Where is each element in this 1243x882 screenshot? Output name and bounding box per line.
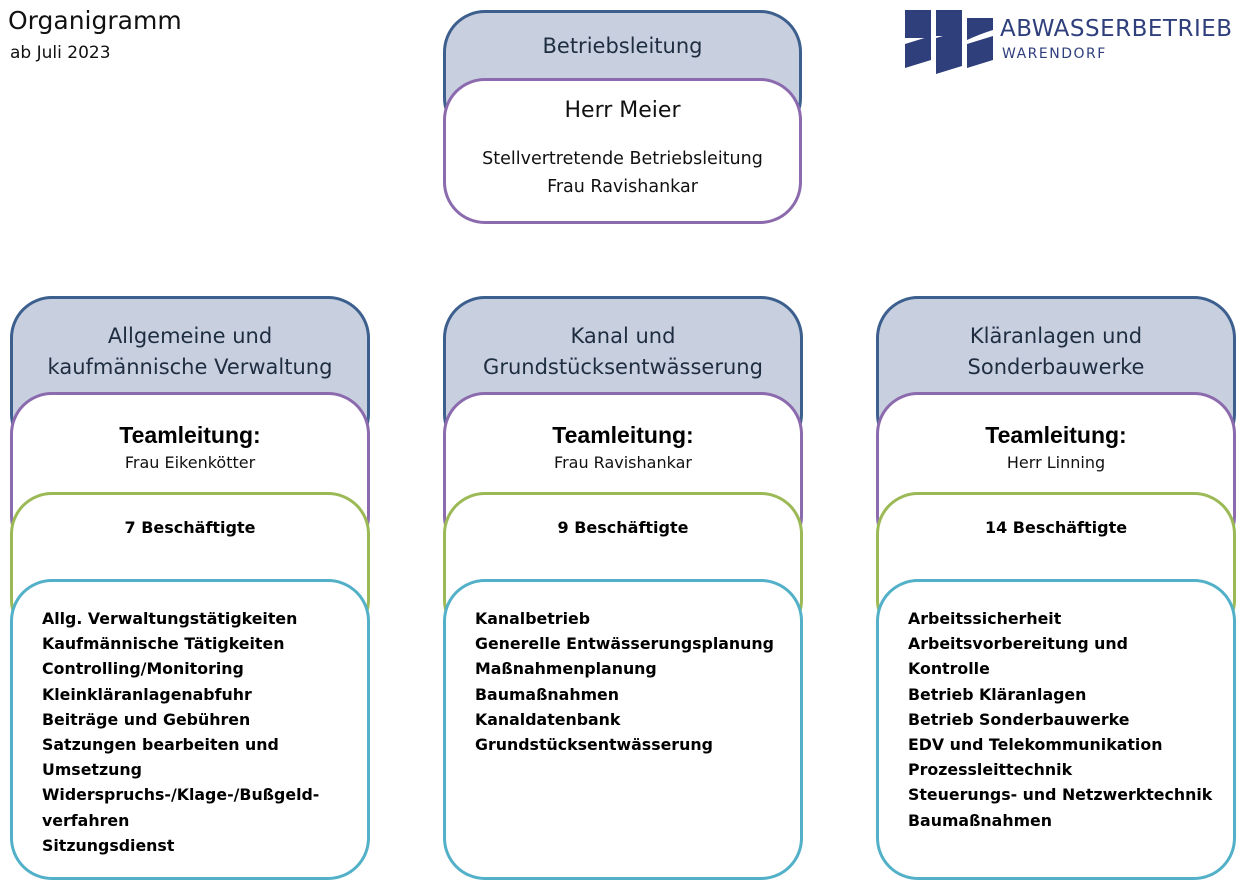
task-item: Betrieb Sonderbauwerke — [908, 709, 1130, 729]
team-lead-label: Teamleitung: — [552, 422, 694, 448]
task-list: Allg. Verwaltungstätigkeiten Kaufmännisc… — [42, 606, 367, 858]
task-item: EDV und Telekommunikation — [908, 735, 1163, 755]
task-item: Prozessleittechnik — [908, 760, 1073, 780]
task-item: Grundstücksentwässerung — [475, 735, 713, 755]
task-item: Maßnahmenplanung — [475, 659, 657, 679]
task-item: Arbeitsvorbereitung und — [908, 634, 1128, 654]
department-heading-line1: Kanal und — [570, 324, 676, 348]
department-card-verwaltung: Allgemeine und kaufmännische Verwaltung … — [10, 296, 370, 880]
department-tasks-section: Arbeitssicherheit Arbeitsvorbereitung un… — [876, 579, 1236, 880]
task-item: Satzungen bearbeiten und — [42, 735, 279, 755]
task-item: Sitzungsdienst — [42, 835, 175, 855]
team-lead-name: Frau Ravishankar — [554, 453, 692, 472]
logo: ABWASSERBETRIEB WARENDORF — [905, 10, 1235, 74]
leadership-card: Betriebsleitung Herr Meier Stellvertrete… — [443, 10, 802, 224]
task-item: Kanaldatenbank — [475, 709, 621, 729]
task-item: verfahren — [42, 810, 130, 830]
team-lead-label: Teamleitung: — [119, 422, 261, 448]
task-item: Kontrolle — [908, 659, 990, 679]
department-heading-line1: Allgemeine und — [107, 324, 273, 348]
task-item: Controlling/Monitoring — [42, 659, 244, 679]
task-list: Kanalbetrieb Generelle Entwässerungsplan… — [475, 606, 800, 757]
department-heading-line1: Kläranlagen und — [969, 324, 1143, 348]
task-item: Allg. Verwaltungstätigkeiten — [42, 609, 298, 628]
logo-emblem-icon — [905, 10, 993, 74]
task-item: Baumaßnahmen — [908, 810, 1052, 830]
department-heading-line2: Grundstücksentwässerung — [483, 355, 763, 379]
leadership-name: Herr Meier — [564, 98, 681, 123]
department-tasks-section: Allg. Verwaltungstätigkeiten Kaufmännisc… — [10, 579, 370, 880]
deputy-name: Frau Ravishankar — [547, 177, 698, 197]
staff-count: 7 Beschäftigte — [124, 518, 256, 537]
team-lead-name: Frau Eikenkötter — [124, 453, 256, 472]
staff-count: 9 Beschäftigte — [557, 518, 689, 537]
department-heading-line2: Sonderbauwerke — [967, 355, 1145, 379]
leadership-body: Herr Meier Stellvertretende Betriebsleit… — [443, 78, 802, 224]
task-item: Kleinkläranlagenabfuhr — [42, 684, 252, 704]
task-item: Steuerungs- und Netzwerktechnik — [908, 785, 1213, 805]
task-item: Generelle Entwässerungsplanung — [475, 634, 774, 654]
task-item: Umsetzung — [42, 760, 142, 780]
task-list: Arbeitssicherheit Arbeitsvorbereitung un… — [908, 606, 1233, 833]
staff-count: 14 Beschäftigte — [984, 518, 1128, 537]
department-card-kanal: Kanal und Grundstücksentwässerung Teamle… — [443, 296, 803, 880]
task-item: Kaufmännische Tätigkeiten — [42, 634, 285, 654]
team-lead-name: Herr Linning — [1006, 453, 1106, 472]
team-lead-label: Teamleitung: — [985, 422, 1127, 448]
task-item: Betrieb Kläranlagen — [908, 684, 1087, 704]
department-tasks-section: Kanalbetrieb Generelle Entwässerungsplan… — [443, 579, 803, 880]
leadership-heading: Betriebsleitung — [542, 34, 703, 58]
task-item: Baumaßnahmen — [475, 684, 619, 704]
task-item: Widerspruchs-/Klage-/Bußgeld- — [42, 785, 320, 805]
logo-subname: WARENDORF — [1002, 46, 1107, 62]
task-item: Kanalbetrieb — [475, 609, 591, 628]
task-item: Beiträge und Gebühren — [42, 709, 251, 729]
page-subtitle: ab Juli 2023 — [10, 43, 111, 63]
department-heading-line2: kaufmännische Verwaltung — [47, 355, 333, 379]
logo-name: ABWASSERBETRIEB — [1000, 16, 1233, 42]
deputy-title: Stellvertretende Betriebsleitung — [482, 149, 763, 169]
page-title: Organigramm — [8, 6, 182, 35]
department-card-klaeranlagen: Kläranlagen und Sonderbauwerke Teamleitu… — [876, 296, 1236, 880]
task-item: Arbeitssicherheit — [908, 609, 1062, 628]
